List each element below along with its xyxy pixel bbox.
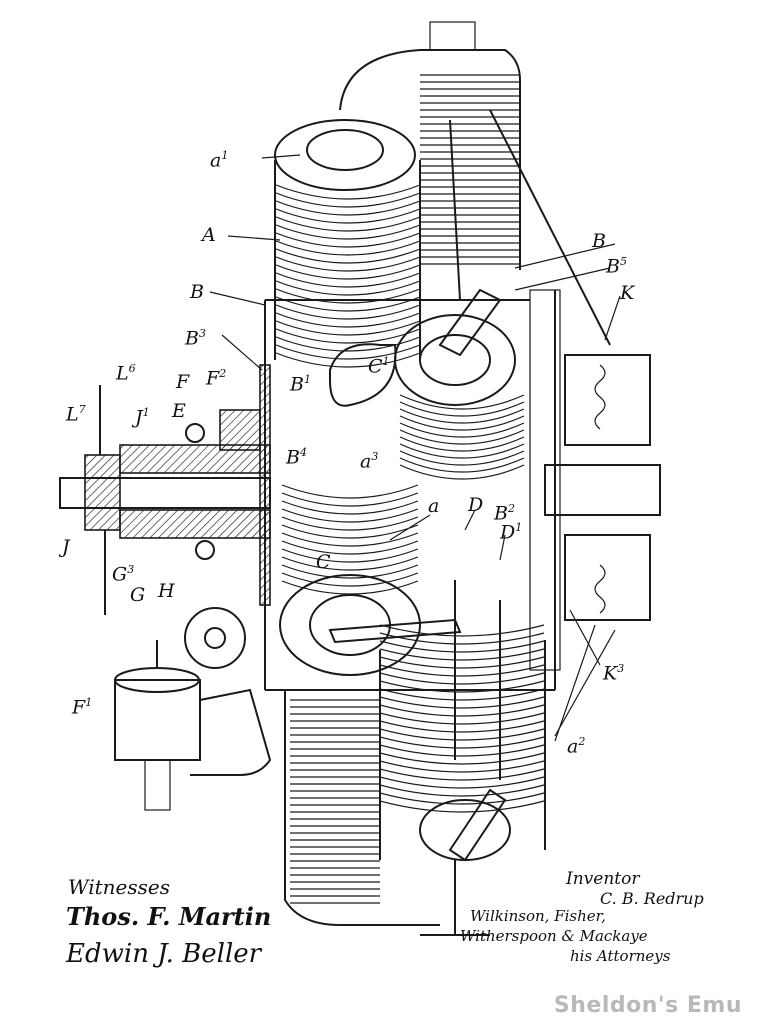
cooling-fin	[380, 777, 544, 788]
cooling-fin	[282, 565, 418, 578]
label-B5: B5	[606, 256, 627, 276]
cooling-fin	[380, 697, 544, 708]
cooling-fin	[380, 705, 544, 716]
attorneys-line-2: Witherspoon & Mackaye	[460, 928, 648, 945]
witness-2-signature: Edwin J. Beller	[66, 940, 261, 969]
label-B1: B1	[290, 374, 311, 394]
label-C: C	[316, 553, 331, 572]
label-a3: a3	[360, 451, 378, 471]
witnesses-heading: Witnesses	[68, 876, 170, 898]
cooling-fin	[380, 625, 544, 636]
label-K3: K3	[603, 663, 624, 683]
cooling-fin	[276, 185, 420, 199]
label-G: G	[130, 586, 145, 605]
label-C1: C1	[368, 356, 390, 376]
cooling-fin	[276, 321, 420, 335]
cooling-fin	[282, 541, 418, 554]
cooling-fin	[276, 329, 420, 343]
cooling-fin	[380, 713, 544, 724]
magneto	[115, 608, 270, 810]
label-a2: a2	[567, 736, 585, 756]
cooling-fin	[380, 745, 544, 756]
inventor-name: C. B. Redrup	[600, 890, 704, 908]
cooling-fin	[380, 753, 544, 764]
cooling-fin	[276, 257, 420, 271]
cooling-fin	[380, 633, 544, 644]
cooling-fin	[282, 501, 418, 514]
label-J1: J1	[135, 407, 150, 427]
label-a: a	[428, 497, 439, 516]
crankshaft-section	[60, 365, 270, 615]
label-F1: F1	[72, 697, 92, 717]
upper-rear-cylinder	[340, 22, 520, 270]
cooling-fin	[282, 509, 418, 522]
cooling-fin	[380, 801, 544, 812]
cooling-fin	[380, 793, 544, 804]
label-F2: F2	[206, 368, 226, 388]
cooling-fin	[400, 395, 524, 409]
label-D1: D1	[500, 522, 522, 542]
label-A: A	[202, 226, 216, 245]
lower-front-cylinder	[280, 485, 420, 675]
label-F: F	[176, 373, 189, 392]
cooling-fin	[380, 673, 544, 684]
cooling-fin	[380, 769, 544, 780]
attorneys-line-3: his Attorneys	[570, 948, 670, 965]
label-B4: B4	[286, 447, 307, 467]
label-a1: a1	[210, 150, 228, 170]
cooling-fin	[276, 225, 420, 239]
cooling-fin	[276, 305, 420, 319]
cooling-fin	[276, 265, 420, 279]
cooling-fin	[276, 313, 420, 327]
cooling-fin	[276, 209, 420, 223]
label-L7: L7	[66, 404, 86, 424]
cooling-fin	[276, 249, 420, 263]
watermark: Sheldon's Emu	[554, 993, 742, 1018]
lower-rear-cylinder	[380, 625, 545, 860]
label-G3: G3	[112, 564, 134, 584]
label-B-right: B	[592, 232, 606, 251]
label-K: K	[620, 284, 634, 303]
cooling-fin	[282, 549, 418, 562]
cooling-fin	[276, 273, 420, 287]
cooling-fin	[276, 233, 420, 247]
cooling-fin	[282, 517, 418, 530]
cooling-fin	[282, 525, 418, 538]
label-H: H	[158, 582, 175, 601]
cooling-fin	[276, 353, 420, 367]
right-shaft-hub	[545, 355, 660, 620]
cooling-fin	[380, 729, 544, 740]
cooling-fin	[282, 581, 418, 594]
cooling-fin	[380, 657, 544, 668]
crankcase	[265, 290, 560, 690]
cooling-fin	[282, 493, 418, 506]
cooling-fin	[276, 281, 420, 295]
label-J: J	[62, 538, 70, 557]
label-B-left: B	[190, 283, 204, 302]
valve-gear	[330, 110, 610, 935]
witness-1-signature: Thos. F. Martin	[66, 904, 271, 930]
inventor-heading: Inventor	[566, 870, 639, 889]
cooling-fin	[282, 557, 418, 570]
label-B3: B3	[185, 328, 206, 348]
cooling-fin	[380, 761, 544, 772]
cooling-fin	[380, 641, 544, 652]
cooling-fin	[380, 737, 544, 748]
label-D: D	[468, 496, 483, 515]
bottom-fin-block	[285, 690, 440, 925]
cooling-fin	[380, 785, 544, 796]
cooling-fin	[380, 649, 544, 660]
cooling-fin	[276, 193, 420, 207]
upper-front-cylinder	[275, 120, 420, 367]
label-L6: L6	[116, 363, 136, 383]
cooling-fin	[276, 217, 420, 231]
label-E: E	[172, 402, 186, 421]
cooling-fin	[380, 721, 544, 732]
cooling-fin	[276, 241, 420, 255]
cooling-fin	[276, 201, 420, 215]
cooling-fin	[380, 665, 544, 676]
cooling-fin	[282, 485, 418, 498]
attorneys-line-1: Wilkinson, Fisher,	[470, 908, 606, 925]
